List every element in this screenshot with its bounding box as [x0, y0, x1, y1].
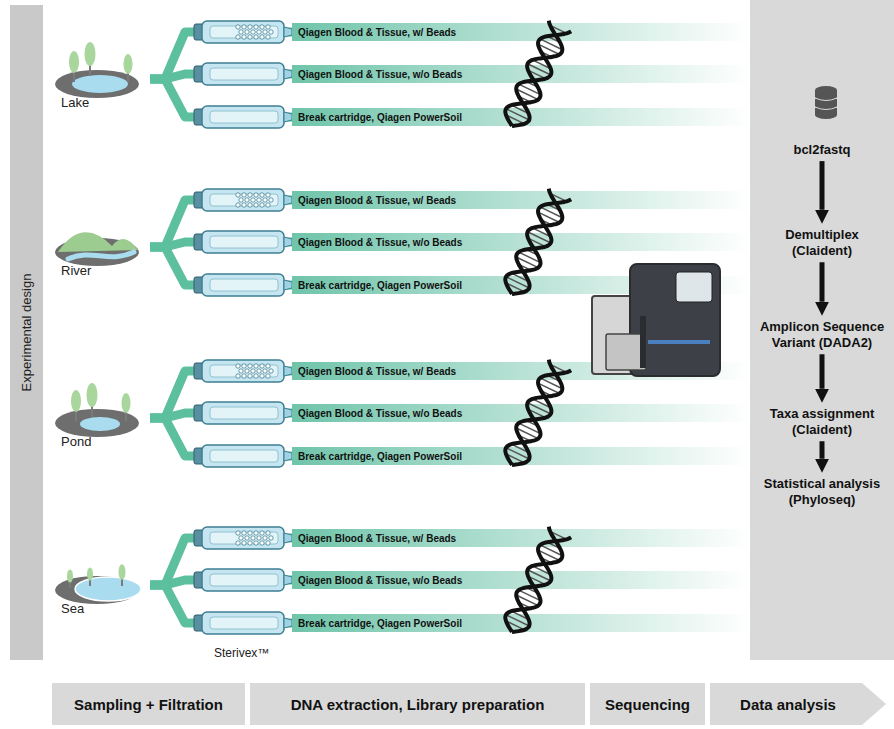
product-label: Sterivex™ — [214, 646, 269, 660]
flow-arrow — [820, 262, 825, 302]
method-band-text: Break cartridge, Qiagen PowerSoil — [298, 618, 462, 629]
stage-segment: Sampling + Filtration — [52, 683, 245, 725]
flow-arrow — [820, 354, 825, 389]
stage-segment: Sequencing — [590, 683, 705, 725]
site-icon — [55, 383, 139, 437]
pipeline-step-text: Amplicon Sequence Variant (DADA2) — [752, 319, 892, 352]
analysis-panel — [750, 0, 894, 660]
method-band: Break cartridge, Qiagen PowerSoil — [292, 447, 750, 465]
method-band: Break cartridge, Qiagen PowerSoil — [292, 614, 750, 632]
method-band-text: Qiagen Blood & Tissue, w/ Beads — [298, 533, 456, 544]
sterivex-cartridge — [194, 231, 292, 253]
stage-segment-text: Sampling + Filtration — [74, 696, 223, 713]
method-band: Qiagen Blood & Tissue, w/ Beads — [292, 529, 750, 547]
site-node: Sea — [55, 540, 150, 618]
site-node-text: Sea — [61, 601, 84, 616]
pipeline-step: Demultiplex (Claident) — [752, 227, 892, 260]
method-band-text: Break cartridge, Qiagen PowerSoil — [298, 112, 462, 123]
pipeline-step: Statistical analysis (Phyloseq) — [752, 476, 892, 509]
method-band: Break cartridge, Qiagen PowerSoil — [292, 276, 750, 294]
pipeline-step-text: Statistical analysis (Phyloseq) — [752, 476, 892, 509]
method-band-text: Qiagen Blood & Tissue, w/ Beads — [298, 195, 456, 206]
site-node: Lake — [55, 34, 150, 112]
sterivex-cartridges — [194, 21, 292, 634]
method-band: Qiagen Blood & Tissue, w/o Beads — [292, 65, 750, 83]
sterivex-cartridge — [194, 569, 292, 591]
stage-segment: Data analysis — [710, 683, 890, 725]
method-band: Qiagen Blood & Tissue, w/ Beads — [292, 23, 750, 41]
pipeline-step: Taxa assignment (Claident) — [752, 406, 892, 439]
pipeline-step-text: Demultiplex (Claident) — [752, 227, 892, 260]
sterivex-cartridge — [194, 612, 292, 634]
stage-segment-text: DNA extraction, Library preparation — [291, 696, 545, 713]
method-band-text: Qiagen Blood & Tissue, w/o Beads — [298, 408, 462, 419]
method-band-text: Qiagen Blood & Tissue, w/o Beads — [298, 575, 462, 586]
site-node: Pond — [55, 373, 150, 451]
site-icon — [55, 232, 139, 266]
sterivex-cartridge — [194, 527, 292, 549]
dna-helix — [505, 21, 571, 632]
method-band: Break cartridge, Qiagen PowerSoil — [292, 108, 750, 126]
flow-arrow — [820, 441, 825, 459]
side-band-text: Experimental design — [19, 274, 34, 392]
site-icon — [55, 564, 141, 604]
method-band-text: Qiagen Blood & Tissue, w/o Beads — [298, 237, 462, 248]
stage-segment: DNA extraction, Library preparation — [250, 683, 585, 725]
method-band-text: Qiagen Blood & Tissue, w/o Beads — [298, 69, 462, 80]
method-band-text: Break cartridge, Qiagen PowerSoil — [298, 451, 462, 462]
sequencer-machine — [592, 264, 720, 376]
method-band: Qiagen Blood & Tissue, w/o Beads — [292, 233, 750, 251]
sterivex-cartridge — [194, 274, 292, 296]
flow-arrow — [820, 161, 825, 210]
method-band-text: Break cartridge, Qiagen PowerSoil — [298, 280, 462, 291]
stage-segment-text: Sequencing — [605, 696, 690, 713]
side-band: Experimental design — [10, 5, 43, 660]
sterivex-cartridge — [194, 360, 292, 382]
sterivex-cartridge — [194, 189, 292, 211]
method-band-text: Qiagen Blood & Tissue, w/ Beads — [298, 27, 456, 38]
pipeline-step: Amplicon Sequence Variant (DADA2) — [752, 319, 892, 352]
site-node-text: Lake — [61, 95, 89, 110]
pipeline-step-text: Taxa assignment (Claident) — [752, 406, 892, 439]
sterivex-cartridge — [194, 106, 292, 128]
pipeline-step-text: bcl2fastq — [752, 142, 892, 158]
dna-sequencer-layer — [495, 0, 735, 660]
site-node-text: River — [61, 263, 91, 278]
sterivex-cartridge — [194, 63, 292, 85]
site-node: River — [55, 202, 150, 280]
sterivex-cartridge — [194, 402, 292, 424]
method-band: Qiagen Blood & Tissue, w/ Beads — [292, 191, 750, 209]
sterivex-cartridge — [194, 21, 292, 43]
site-icon — [55, 42, 139, 98]
method-band-text: Qiagen Blood & Tissue, w/ Beads — [298, 366, 456, 377]
site-node-text: Pond — [61, 434, 91, 449]
method-band: Qiagen Blood & Tissue, w/o Beads — [292, 404, 750, 422]
pipeline-step: bcl2fastq — [752, 142, 892, 158]
site-icons — [55, 42, 141, 604]
sterivex-cartridge — [194, 445, 292, 467]
method-band: Qiagen Blood & Tissue, w/o Beads — [292, 571, 750, 589]
database-icon — [815, 86, 837, 119]
stage-segment-text: Data analysis — [740, 696, 836, 713]
method-band: Qiagen Blood & Tissue, w/ Beads — [292, 362, 750, 380]
